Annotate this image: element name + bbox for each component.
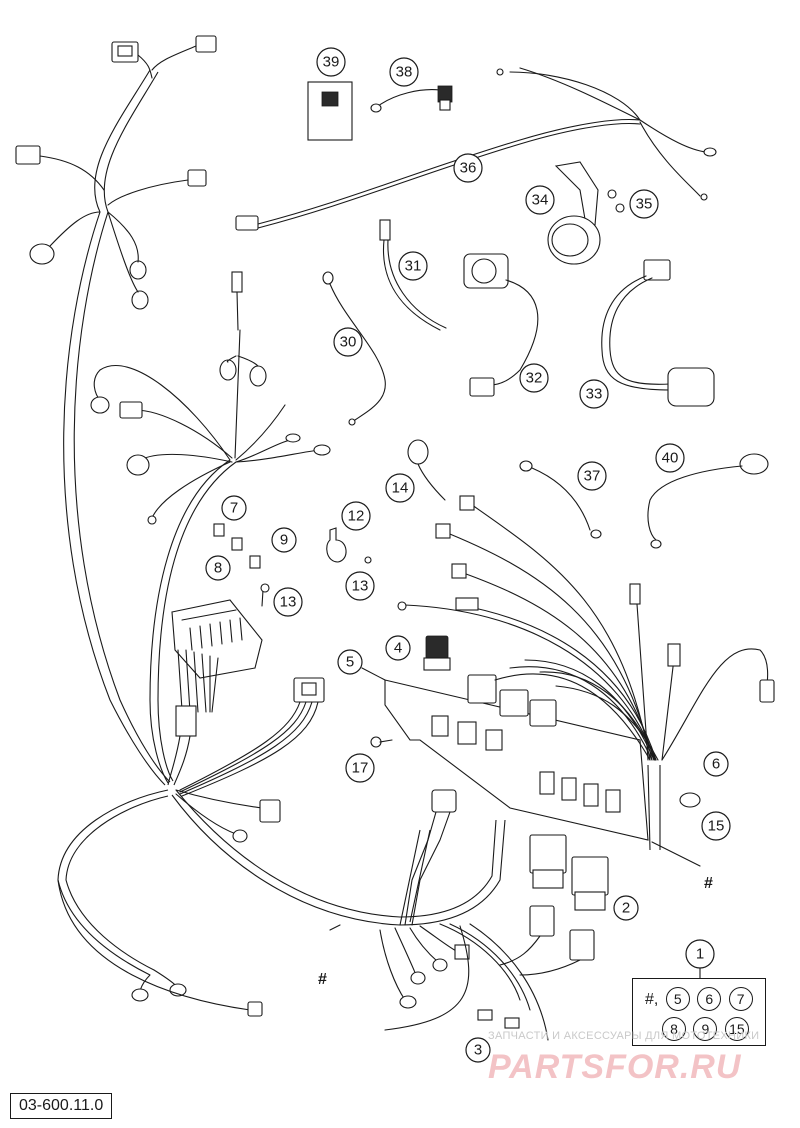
svg-text:8: 8 <box>214 560 222 577</box>
callout-15: 15 <box>701 811 731 841</box>
callout-39: 39 <box>316 47 346 77</box>
svg-text:13: 13 <box>352 578 369 595</box>
callout-2: 2 <box>613 895 639 921</box>
part-14-cable-tie <box>407 439 446 501</box>
svg-text:5: 5 <box>346 654 354 671</box>
part-number-label: 03-600.11.0 <box>10 1093 113 1119</box>
callout-14: 14 <box>385 473 415 503</box>
callout-13-lower: 13 <box>273 587 303 617</box>
relay-sockets <box>499 905 595 976</box>
main-harness-trunk <box>57 69 506 976</box>
svg-text:3: 3 <box>474 1042 482 1059</box>
part-31-wire <box>379 219 447 331</box>
part-39-switch <box>307 81 353 141</box>
svg-text:38: 38 <box>396 64 413 81</box>
top-left-connectors <box>15 35 217 310</box>
svg-text:39: 39 <box>323 54 340 71</box>
part-34-horn <box>547 161 625 265</box>
callout-17: 17 <box>345 753 375 783</box>
svg-text:17: 17 <box>352 760 369 777</box>
svg-text:6: 6 <box>712 756 720 773</box>
svg-text:32: 32 <box>526 370 543 387</box>
svg-text:4: 4 <box>394 640 402 657</box>
kit-item: 5 <box>665 987 690 1011</box>
top-wire-36 <box>235 67 717 231</box>
svg-text:1: 1 <box>696 946 704 963</box>
callout-4: 4 <box>385 635 411 661</box>
junction-branches <box>57 789 281 1017</box>
part-17-screw <box>370 736 393 748</box>
callout-32: 32 <box>519 363 549 393</box>
watermark-logo: PARTSFOR.RU <box>488 1048 742 1086</box>
svg-text:31: 31 <box>405 258 422 275</box>
part-33-switch <box>601 259 715 407</box>
hash-mark-right: # <box>704 875 713 892</box>
svg-text:9: 9 <box>280 532 288 549</box>
kit-item: 15 <box>724 1017 749 1041</box>
kit-item: 6 <box>697 987 722 1011</box>
callout-9: 9 <box>271 527 297 553</box>
callout-37: 37 <box>577 461 607 491</box>
multi-pin-connector <box>179 677 325 797</box>
callout-33: 33 <box>579 379 609 409</box>
svg-text:15: 15 <box>708 818 725 835</box>
part-37-cable <box>519 460 602 539</box>
svg-text:7: 7 <box>230 500 238 517</box>
part-38-sensor <box>370 85 453 113</box>
small-parts-7-8-9 <box>213 523 261 569</box>
kit-contents-box: #, 5 6 7 8 9 15 <box>632 978 766 1046</box>
fuse-box <box>167 583 270 786</box>
watermark-tagline: ЗАПЧАСТИ И АКСЕССУАРЫ ДЛЯ МОТОТЕХНИКИ <box>488 1030 760 1042</box>
kit-row-1: #, 5 6 7 <box>645 987 753 1011</box>
svg-text:30: 30 <box>340 334 357 351</box>
callout-3: 3 <box>465 1037 491 1063</box>
kit-prefix: #, <box>645 991 659 1008</box>
bottom-center-branches <box>379 789 549 1041</box>
callout-38: 38 <box>389 57 419 87</box>
callout-5: 5 <box>337 649 363 675</box>
kit-row-2: 8 9 15 <box>659 1017 749 1041</box>
callout-6: 6 <box>703 751 729 777</box>
hash-mark-left: # <box>318 971 327 988</box>
callout-12: 12 <box>341 501 371 531</box>
svg-text:37: 37 <box>584 468 601 485</box>
callout-30: 30 <box>333 327 363 357</box>
mounting-plate <box>384 679 649 841</box>
callout-13-upper: 13 <box>345 571 375 601</box>
svg-text:40: 40 <box>662 450 679 467</box>
relays <box>423 635 609 911</box>
callout-34: 34 <box>525 185 555 215</box>
leader-lines <box>329 667 701 979</box>
callout-40: 40 <box>655 443 685 473</box>
right-connector-bundle <box>397 495 775 851</box>
callout-36: 36 <box>453 153 483 183</box>
callout-8: 8 <box>205 555 231 581</box>
kit-item: 7 <box>728 987 753 1011</box>
svg-text:36: 36 <box>460 160 477 177</box>
callout-31: 31 <box>398 251 428 281</box>
svg-text:2: 2 <box>622 900 630 917</box>
svg-text:12: 12 <box>348 508 365 525</box>
svg-text:33: 33 <box>586 386 603 403</box>
svg-text:35: 35 <box>636 196 653 213</box>
part-32-switch <box>463 253 539 397</box>
callout-7: 7 <box>221 495 247 521</box>
callout-35: 35 <box>629 189 659 219</box>
svg-text:34: 34 <box>532 192 549 209</box>
part-30-cable <box>322 271 386 426</box>
part-40-sensor <box>647 453 769 549</box>
svg-text:13: 13 <box>280 594 297 611</box>
svg-text:14: 14 <box>392 480 409 497</box>
callout-1: 1 <box>685 939 715 969</box>
part-12-clamp <box>326 527 372 564</box>
left-mid-branch <box>90 271 331 525</box>
